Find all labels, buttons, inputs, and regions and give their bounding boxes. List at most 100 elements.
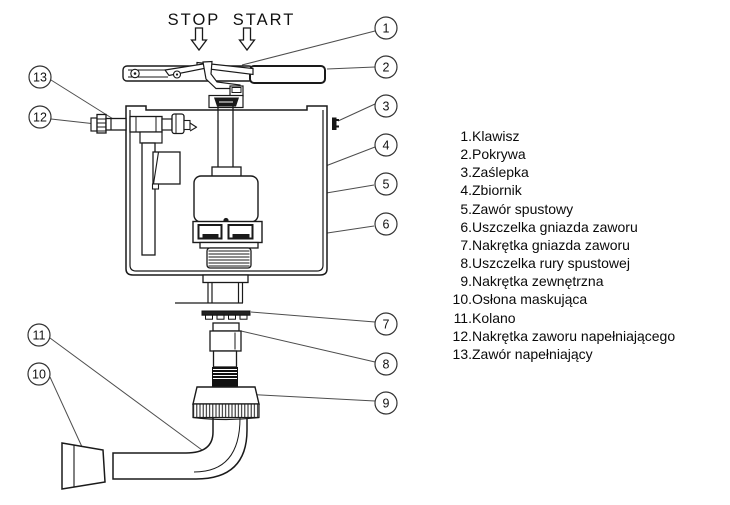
legend-item-number: 4.	[460, 182, 472, 199]
fill-valve-end-cap	[90, 117, 98, 132]
fill-valve-transition	[139, 131, 163, 144]
legend-item-9: 9.Nakrętka zewnętrzna	[445, 272, 675, 290]
callout-number: 8	[383, 357, 390, 371]
legend-item-11: 11.Kolano	[445, 309, 675, 327]
callout-circle	[374, 212, 398, 236]
callout-7: 7	[374, 312, 398, 336]
outer-nut-bottom-arc	[192, 416, 260, 421]
legend-item-label: Nakrętka gniazda zaworu	[472, 236, 630, 253]
parts-legend: 1.Klawisz 2.Pokrywa 3.Zaślepka 4.Zbiorni…	[445, 127, 676, 363]
seat-nut-drawing	[201, 310, 251, 320]
legend-item-5: 5.Zawór spustowy	[445, 200, 675, 218]
seat-gasket-left	[202, 234, 219, 238]
callout-13: 13	[28, 65, 52, 89]
pipe-gasket-neck	[212, 350, 238, 368]
seat-nut-disc	[201, 310, 251, 316]
plug-body	[332, 117, 337, 130]
legend-item-number: 13.	[452, 345, 472, 362]
elbow-pipe-body	[112, 415, 248, 480]
key-lever-pin-dot	[175, 73, 179, 76]
cover-pivot-dot	[133, 72, 137, 75]
callout-circle	[28, 105, 52, 129]
outer-nut-drawing	[192, 386, 260, 421]
legend-item-number: 8.	[460, 255, 472, 272]
leader-line-2	[326, 66, 376, 70]
stop-arrow-down-icon	[190, 27, 208, 52]
callouts: 1 2 3 4 5 6 7 8	[27, 16, 398, 415]
legend-item-number: 11.	[453, 309, 472, 326]
legend-item-label: Klawisz	[472, 128, 520, 144]
callout-number: 6	[383, 217, 390, 231]
callout-4: 4	[374, 133, 398, 157]
legend-item-label: Zawór napełniający	[472, 345, 593, 362]
callout-circle	[374, 16, 398, 40]
legend-item-label: Kolano	[472, 309, 516, 326]
callout-number: 2	[383, 60, 390, 74]
callout-circle	[374, 391, 398, 415]
outlet-stub-walls	[207, 282, 244, 303]
leader-line-11	[49, 337, 203, 451]
pipe-gasket-drawing	[209, 322, 242, 387]
callout-circle	[374, 55, 398, 79]
legend-item-8: 8.Uszczelka rury spustowej	[445, 254, 675, 272]
plug-drawing	[332, 117, 339, 130]
pipe-thread-lines	[213, 369, 237, 379]
callout-12: 12	[28, 105, 52, 129]
flush-valve-body	[193, 175, 259, 223]
callout-number: 5	[383, 177, 390, 191]
float-edge-line	[152, 151, 160, 185]
leader-line-8	[240, 330, 376, 363]
elbow-pipe-drawing	[112, 415, 248, 480]
callout-circle	[374, 133, 398, 157]
stop-start-header: STOP START	[168, 11, 293, 52]
tank-outlet-drawing	[175, 274, 249, 304]
callout-number: 4	[383, 138, 390, 152]
outlet-flange	[202, 274, 249, 284]
callout-number: 3	[383, 99, 390, 113]
callout-number: 7	[383, 317, 390, 331]
callout-circle	[27, 323, 51, 347]
callout-11: 11	[27, 323, 51, 347]
legend-item-label: Zbiornik	[472, 182, 522, 199]
legend-item-3: 3.Zaślepka	[445, 163, 675, 181]
callout-number: 11	[33, 328, 46, 342]
fill-valve-body-lines	[135, 116, 157, 132]
tank-inner-wall	[129, 110, 324, 272]
fill-valve-body	[129, 115, 163, 133]
callout-1: 1	[374, 16, 398, 40]
pipe-gasket-cap	[212, 322, 240, 332]
legend-item-number: 6.	[460, 218, 472, 235]
legend-item-number: 3.	[460, 164, 472, 181]
leader-line-3	[337, 103, 376, 122]
legend-item-4: 4.Zbiornik	[445, 181, 675, 199]
fill-valve-coupling	[161, 118, 173, 131]
cover-bar-right	[249, 65, 326, 84]
callout-circle	[28, 65, 52, 89]
fill-valve-nut-ribs	[97, 118, 106, 132]
latch-bracket-notch	[231, 87, 242, 93]
valve-thread-lines	[208, 250, 250, 267]
callout-number: 10	[32, 367, 46, 381]
float	[152, 151, 181, 185]
callout-circle	[374, 172, 398, 196]
legend-item-13: 13.Zawór napełniający	[445, 345, 675, 363]
legend-item-1: 1.Klawisz	[445, 127, 675, 145]
plug-tab-top	[336, 119, 339, 121]
legend-item-label: Zaślepka	[472, 164, 529, 181]
leader-line-7	[250, 311, 376, 323]
legend-item-7: 7.Nakrętka gniazda zaworu	[445, 236, 675, 254]
flush-valve-drawing	[192, 104, 263, 269]
float-tab	[151, 183, 160, 190]
callout-5: 5	[374, 172, 398, 196]
leader-line-12	[50, 118, 97, 125]
callout-9: 9	[374, 391, 398, 415]
outer-nut-skirt-hatch	[192, 403, 260, 419]
leader-line-4	[322, 146, 376, 168]
legend-item-number: 12.	[452, 327, 472, 344]
outer-nut-cone	[192, 386, 260, 405]
callout-10: 10	[27, 362, 51, 386]
legend-item-number: 1.	[460, 128, 472, 144]
fill-valve-tube	[141, 142, 156, 256]
start-arrow-down-icon	[238, 27, 256, 52]
